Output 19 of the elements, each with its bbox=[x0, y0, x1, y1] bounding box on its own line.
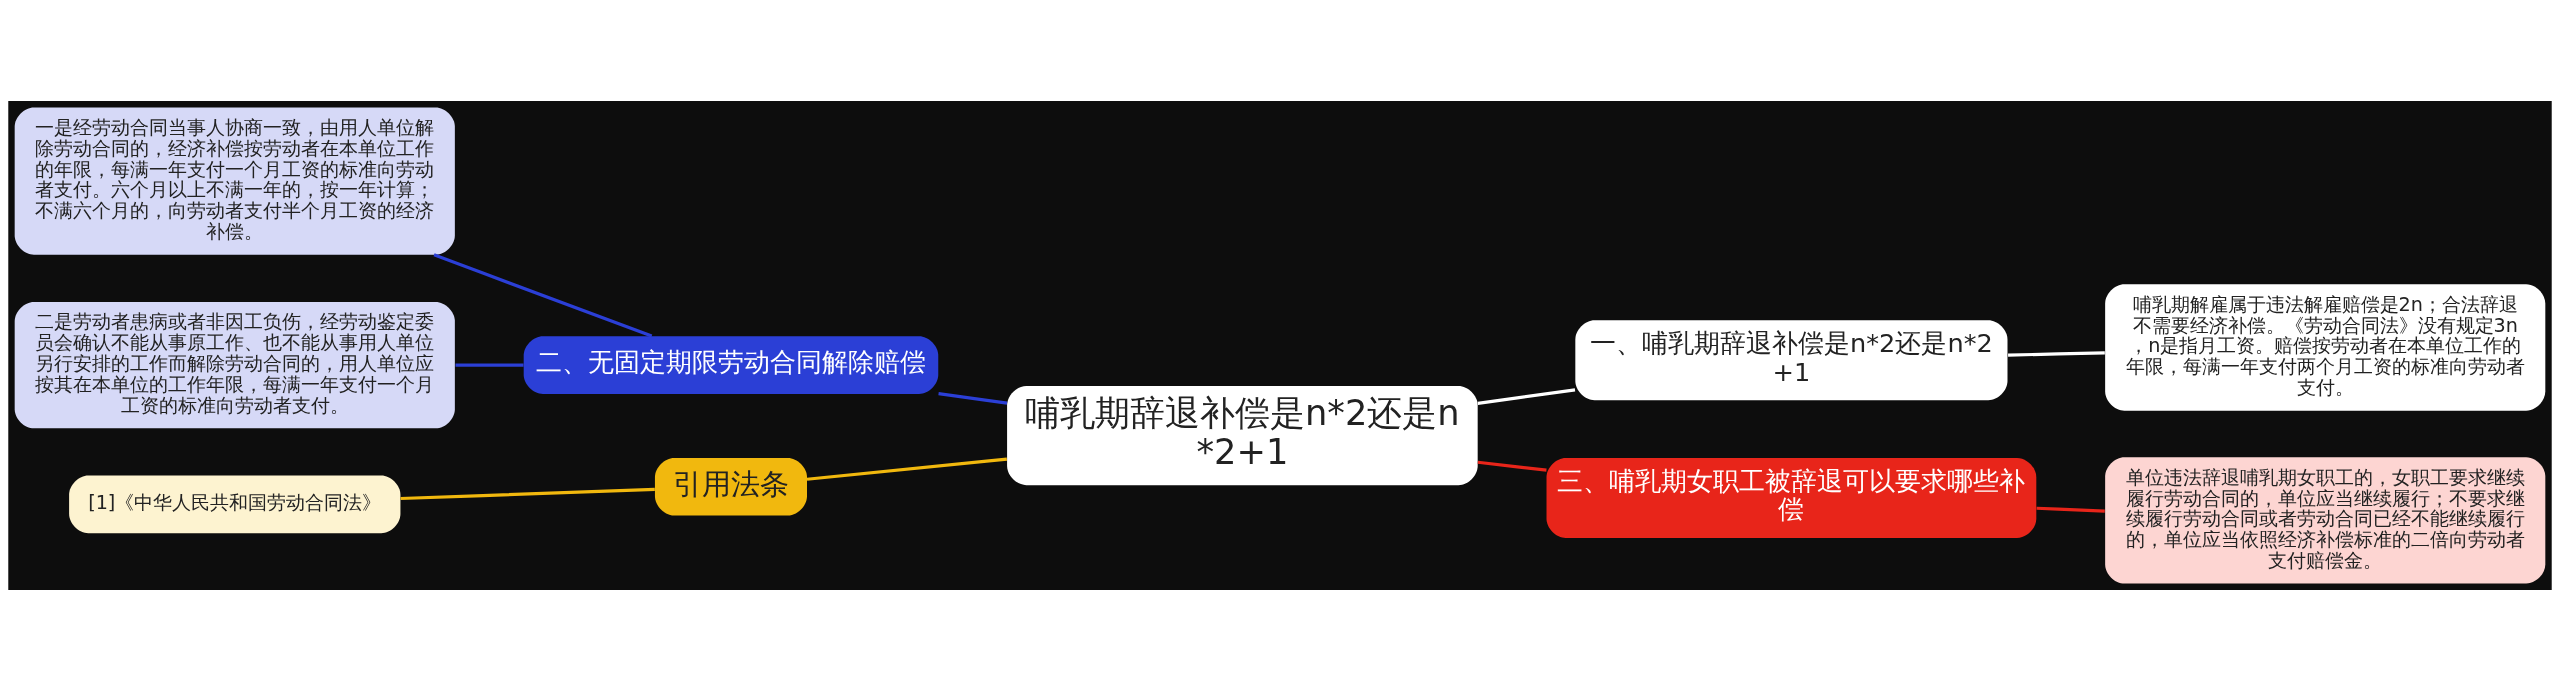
node-box: 哺乳期解雇属于违法解雇赔偿是2n；合法辞退不需要经济补偿。《劳动合同法》没有规定3n，n是指月工资。赔偿按劳动者在本单位工作的年限，每满一年支付两个月工资的标准向劳动者支付。 bbox=[2105, 283, 2546, 411]
node-box: 引用法条 bbox=[654, 457, 807, 516]
connector bbox=[1477, 387, 1576, 405]
connector bbox=[400, 487, 655, 500]
node-box: 单位违法辞退哺乳期女职工的，女职工要求继续履行劳动合同的，单位应当继续履行；不要求继续履行劳动合同或者劳动合同已经不能继续履行的，单位应当依照经济补偿标准的二倍向劳动者支付赔偿金。 bbox=[2105, 456, 2546, 584]
node-box: 三、哺乳期女职工被辞退可以要求哪些补偿 bbox=[1546, 457, 2037, 538]
node-box: 一、哺乳期辞退补偿是n*2还是n*2+1 bbox=[1575, 319, 2008, 400]
node-box: 二、无固定期限劳动合同解除赔偿 bbox=[523, 335, 939, 394]
node-box: [1]《中华人民共和国劳动合同法》 bbox=[69, 475, 401, 533]
connector bbox=[455, 363, 524, 367]
connector bbox=[2036, 506, 2105, 513]
connector bbox=[806, 457, 1008, 481]
node-box: 二是劳动者患病或者非因工负伤，经劳动鉴定委员会确认不能从事原工作、也不能从事用人单位另行安排的工作而解除劳动合同的，用人单位应按其在本单位的工作年限，每满一年支付一个月工资的标准向劳动者支付。 bbox=[14, 301, 455, 428]
node-box: 哺乳期辞退补偿是n*2还是n*2+1 bbox=[1007, 385, 1478, 485]
connector bbox=[938, 391, 1008, 405]
connector bbox=[2008, 350, 2105, 357]
connector bbox=[433, 252, 653, 338]
node-box: 一是经劳动合同当事人协商一致，由用人单位解除劳动合同的，经济补偿按劳动者在本单位工作的年限，每满一年支付一个月工资的标准向劳动者支付。六个月以上不满一年的，按一年计算；不满六个月的，向劳动者支付半个月工资的经济补偿。 bbox=[14, 106, 455, 255]
connector bbox=[1477, 460, 1547, 472]
